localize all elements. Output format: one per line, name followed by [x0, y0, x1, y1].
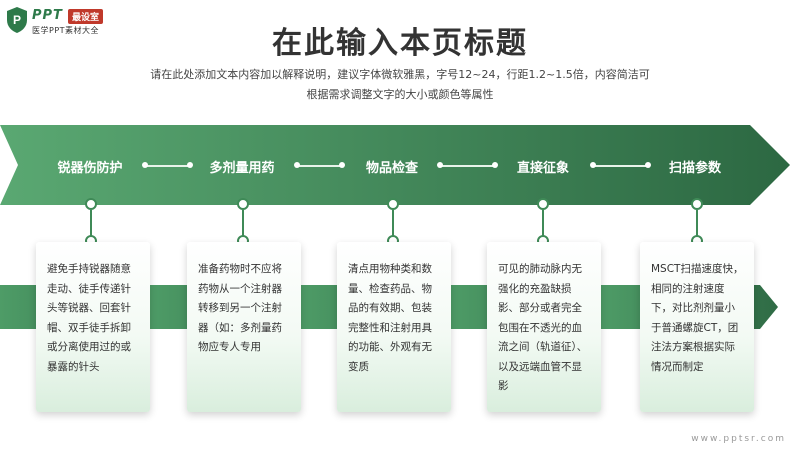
step-card-3: 清点用物种类和数量、检查药品、物品的有效期、包装完整性和注射用具的功能、外观有无… — [337, 242, 451, 412]
pin-line-5 — [696, 210, 698, 238]
step-label-4: 直接征象 — [516, 161, 569, 176]
step-card-4: 可见的肺动脉内无强化的充盈缺损影、部分或者完全包围在不透光的血流之间（轨道征）、… — [487, 242, 601, 412]
logo-brand: PPT — [32, 8, 63, 23]
page-title: 在此输入本页标题 — [272, 26, 528, 61]
step-card-text-4: 可见的肺动脉内无强化的充盈缺损影、部分或者完全包围在不透光的血流之间（轨道征）、… — [498, 263, 588, 392]
pin-line-1 — [90, 210, 92, 238]
pin-line-2 — [242, 210, 244, 238]
pin-top-1 — [85, 198, 97, 210]
connector-1 — [142, 162, 193, 168]
logo: P PPT 最设室 医学PPT素材大全 — [6, 6, 126, 38]
shield-logo-icon: P — [7, 7, 27, 33]
step-card-text-1: 避免手持锐器随意走动、徒手传递针头等锐器、回套针帽、双手徒手拆卸或分离使用过的或… — [47, 263, 131, 373]
connector-2 — [294, 162, 345, 168]
svg-text:P: P — [13, 13, 21, 27]
step-card-text-3: 清点用物种类和数量、检查药品、物品的有效期、包装完整性和注射用具的功能、外观有无… — [348, 263, 432, 373]
pin-line-3 — [392, 210, 394, 238]
step-card-5: MSCT扫描速度快，相同的注射速度下，对比剂剂量小于普通螺旋CT，团注法方案根据… — [640, 242, 754, 412]
step-label-3: 物品检查 — [365, 161, 418, 176]
step-card-text-5: MSCT扫描速度快，相同的注射速度下，对比剂剂量小于普通螺旋CT，团注法方案根据… — [651, 263, 744, 373]
step-card-2: 准备药物时不应将药物从一个注射器转移到另一个注射器（如：多剂量药物应专人专用 — [187, 242, 301, 412]
process-arrow-band — [0, 125, 800, 205]
step-card-text-2: 准备药物时不应将药物从一个注射器转移到另一个注射器（如：多剂量药物应专人专用 — [198, 263, 282, 353]
pin-top-4 — [537, 198, 549, 210]
step-card-1: 避免手持锐器随意走动、徒手传递针头等锐器、回套针帽、双手徒手拆卸或分离使用过的或… — [36, 242, 150, 412]
step-label-2: 多剂量用药 — [209, 161, 275, 176]
step-label-5: 扫描参数 — [668, 161, 721, 176]
watermark: www.pptsr.com — [691, 434, 786, 444]
pin-top-2 — [237, 198, 249, 210]
step-label-1: 锐器伤防护 — [57, 161, 123, 176]
pin-top-5 — [691, 198, 703, 210]
logo-tagline: 医学PPT素材大全 — [32, 26, 100, 35]
logo-badge: 最设室 — [68, 9, 104, 24]
connector-4 — [590, 162, 651, 168]
connector-3 — [437, 162, 498, 168]
pin-top-3 — [387, 198, 399, 210]
pin-line-4 — [542, 210, 544, 238]
page-subtitle: 请在此处添加文本内容加以解释说明，建议字体微软雅黑，字号12~24，行距1.2~… — [150, 68, 650, 101]
